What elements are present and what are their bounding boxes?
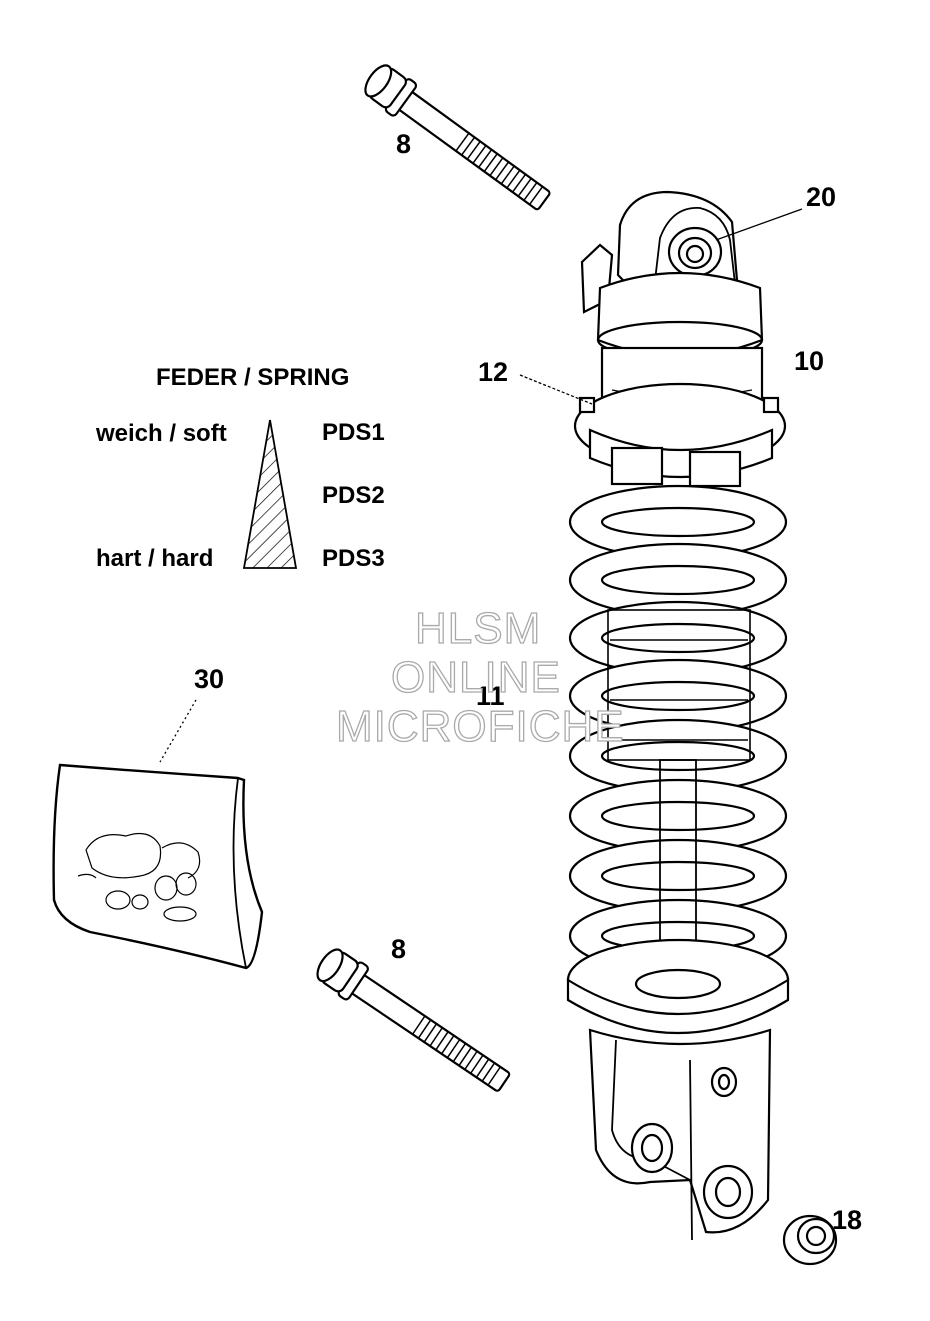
callout-adjuster-ring: 12 — [478, 357, 509, 387]
callout-shock-absorber: 10 — [794, 346, 825, 376]
shock-absorber — [566, 190, 790, 1241]
legend-title: FEDER / SPRING — [156, 364, 350, 391]
spring-rate-wedge — [242, 419, 298, 569]
sticker — [52, 763, 264, 970]
bolt-top — [364, 64, 551, 211]
callout-nut: 18 — [832, 1205, 863, 1235]
watermark-line1: HLSM — [414, 604, 542, 653]
bolt-bottom — [316, 948, 511, 1092]
callout-bolt-top: 8 — [396, 129, 412, 159]
callout-spring: 11 — [476, 681, 505, 711]
callout-bolt-bottom: 8 — [391, 934, 407, 964]
nut — [782, 1214, 838, 1266]
callout-eye-bushing: 20 — [806, 182, 837, 212]
legend-hard-label: hart / hard — [96, 545, 214, 572]
callout-sticker: 30 — [194, 664, 225, 694]
legend-grade-pds2: PDS2 — [322, 482, 385, 509]
legend-grade-pds1: PDS1 — [322, 419, 385, 446]
watermark-line2: ONLINE — [390, 653, 561, 702]
watermark-line3: MICROFICHE — [335, 702, 625, 751]
legend-grade-pds3: PDS3 — [322, 545, 385, 572]
legend-soft-label: weich / soft — [96, 420, 227, 447]
leader-lines — [159, 208, 803, 763]
